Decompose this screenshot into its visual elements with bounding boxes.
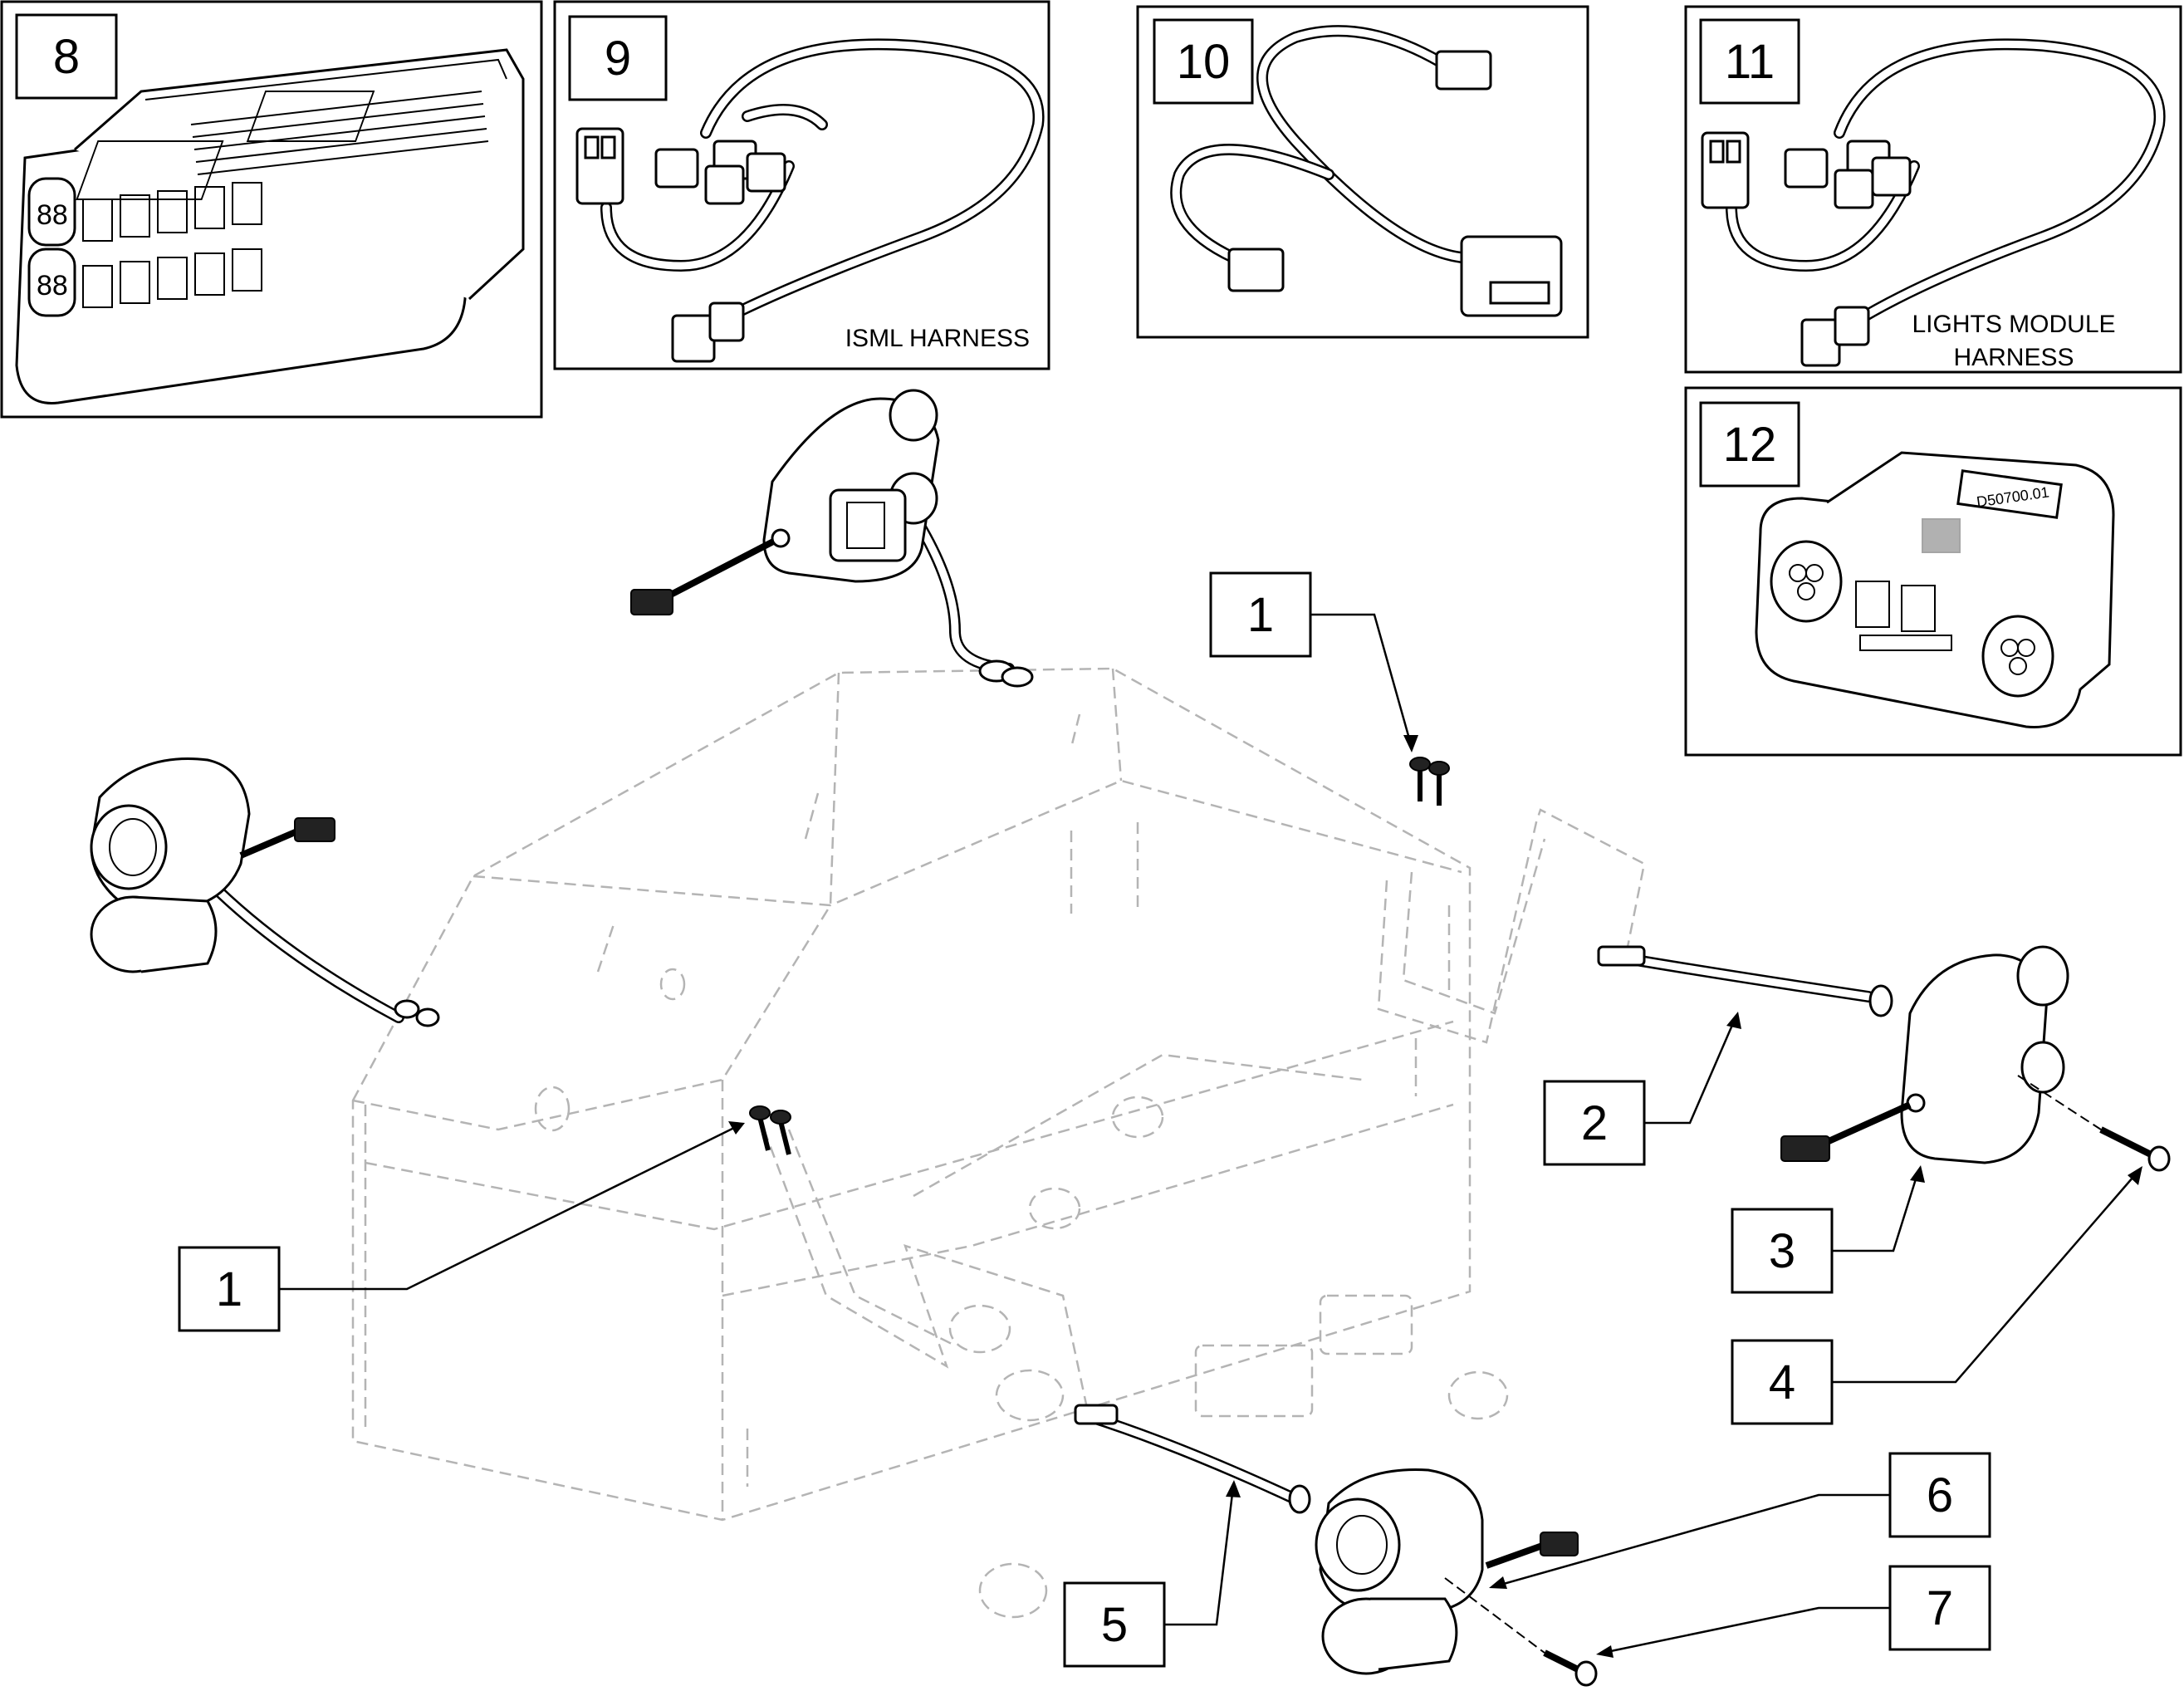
callout-11: 11 <box>1725 35 1775 89</box>
callout-4-label: 4 <box>1769 1355 1795 1409</box>
callout-6: 6 <box>1489 1452 1991 1589</box>
callout-box-1-lower <box>178 1246 281 1332</box>
callout-1-lower: 1 <box>178 1121 745 1332</box>
extension-cable-drawing <box>1170 25 1563 317</box>
screws-item-1-upper <box>1409 757 1450 806</box>
callout-box-5 <box>1063 1581 1166 1668</box>
lights-module-harness-caption-line2: HARNESS <box>1953 344 2074 371</box>
isml-harness-drawing <box>575 38 1045 363</box>
panel-9-isml-harness: ISML HARNESS 9 <box>553 0 1050 370</box>
callout-1-upper: 1 <box>1209 571 1418 752</box>
lights-module-harness-drawing <box>1701 38 2166 367</box>
callout-box-8 <box>15 13 118 100</box>
right-light-assembly <box>1597 945 2069 1164</box>
callout-box-6 <box>1888 1452 1991 1538</box>
lights-module-drawing: D50700.01 <box>1755 451 2115 728</box>
callout-box-1-upper <box>1209 571 1312 658</box>
svg-text:88: 88 <box>37 270 68 301</box>
svg-text:88: 88 <box>37 199 68 231</box>
panel-8-controller-module: 88 88 8 <box>0 0 543 419</box>
callout-8: 8 <box>53 30 80 84</box>
callout-5-label: 5 <box>1101 1598 1128 1652</box>
callout-3: 3 <box>1731 1165 1925 1294</box>
bolt-item-7 <box>1444 1577 1598 1687</box>
callout-box-4 <box>1731 1339 1834 1425</box>
callout-6-label: 6 <box>1927 1468 1953 1522</box>
callout-12: 12 <box>1723 418 1777 472</box>
callout-1-lower-label: 1 <box>216 1262 242 1316</box>
callout-box-9 <box>568 15 668 101</box>
lights-module-harness-caption-line1: LIGHTS MODULE <box>1912 311 2115 338</box>
panel-11-lights-module-harness: LIGHTS MODULE HARNESS 11 <box>1684 5 2182 374</box>
bottom-light-assembly <box>1074 1404 1579 1675</box>
panel-10-extension-cable: 10 <box>1136 5 1589 339</box>
callout-1-upper-label: 1 <box>1247 588 1274 642</box>
callout-3-label: 3 <box>1769 1224 1795 1278</box>
callout-5: 5 <box>1063 1480 1241 1668</box>
callout-box-11 <box>1699 18 1800 105</box>
callout-7: 7 <box>1596 1565 1991 1658</box>
callout-box-2 <box>1543 1080 1646 1166</box>
callout-4: 4 <box>1731 1166 2142 1425</box>
left-light-assembly <box>90 757 440 1027</box>
callout-box-12 <box>1699 401 1800 488</box>
callout-7-label: 7 <box>1927 1581 1953 1635</box>
base-frame-ghost <box>351 667 1646 1619</box>
callout-box-10 <box>1153 18 1254 105</box>
bolt-item-4 <box>2017 1075 2171 1172</box>
callout-2: 2 <box>1543 1012 1741 1166</box>
callout-9: 9 <box>605 32 631 86</box>
panel-12-lights-module: D50700.01 12 <box>1684 386 2182 757</box>
callout-2-label: 2 <box>1581 1096 1608 1150</box>
callout-10: 10 <box>1177 35 1231 89</box>
callout-box-7 <box>1888 1565 1991 1651</box>
callout-box-3 <box>1731 1208 1834 1294</box>
screws-item-1-lower <box>749 1105 791 1155</box>
controller-module-drawing: 88 88 <box>15 48 525 404</box>
top-light-assembly <box>630 389 1034 688</box>
isml-harness-caption: ISML HARNESS <box>845 325 1030 352</box>
